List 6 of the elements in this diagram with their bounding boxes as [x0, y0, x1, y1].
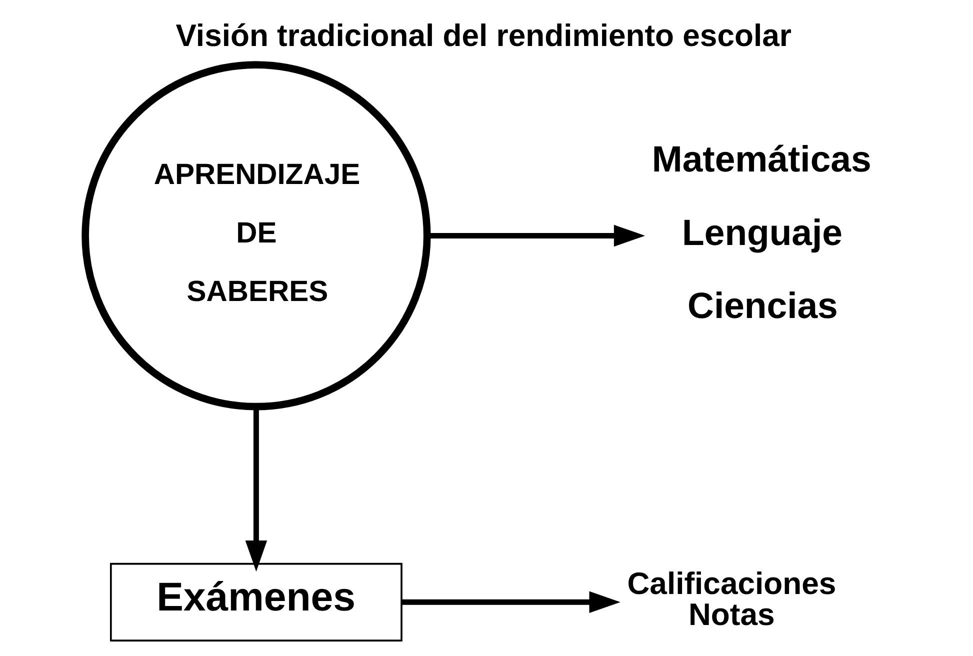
diagram-title: Visión tradicional del rendimiento escolar — [176, 18, 792, 53]
node-box: Exámenes — [110, 562, 402, 642]
node-text: Matemáticas Lenguaje Ciencias — [652, 138, 872, 326]
node-text: Calificaciones Notas — [627, 566, 836, 632]
node-circle: APRENDIZAJE DE SABERES — [82, 61, 431, 410]
arrow — [402, 591, 620, 614]
